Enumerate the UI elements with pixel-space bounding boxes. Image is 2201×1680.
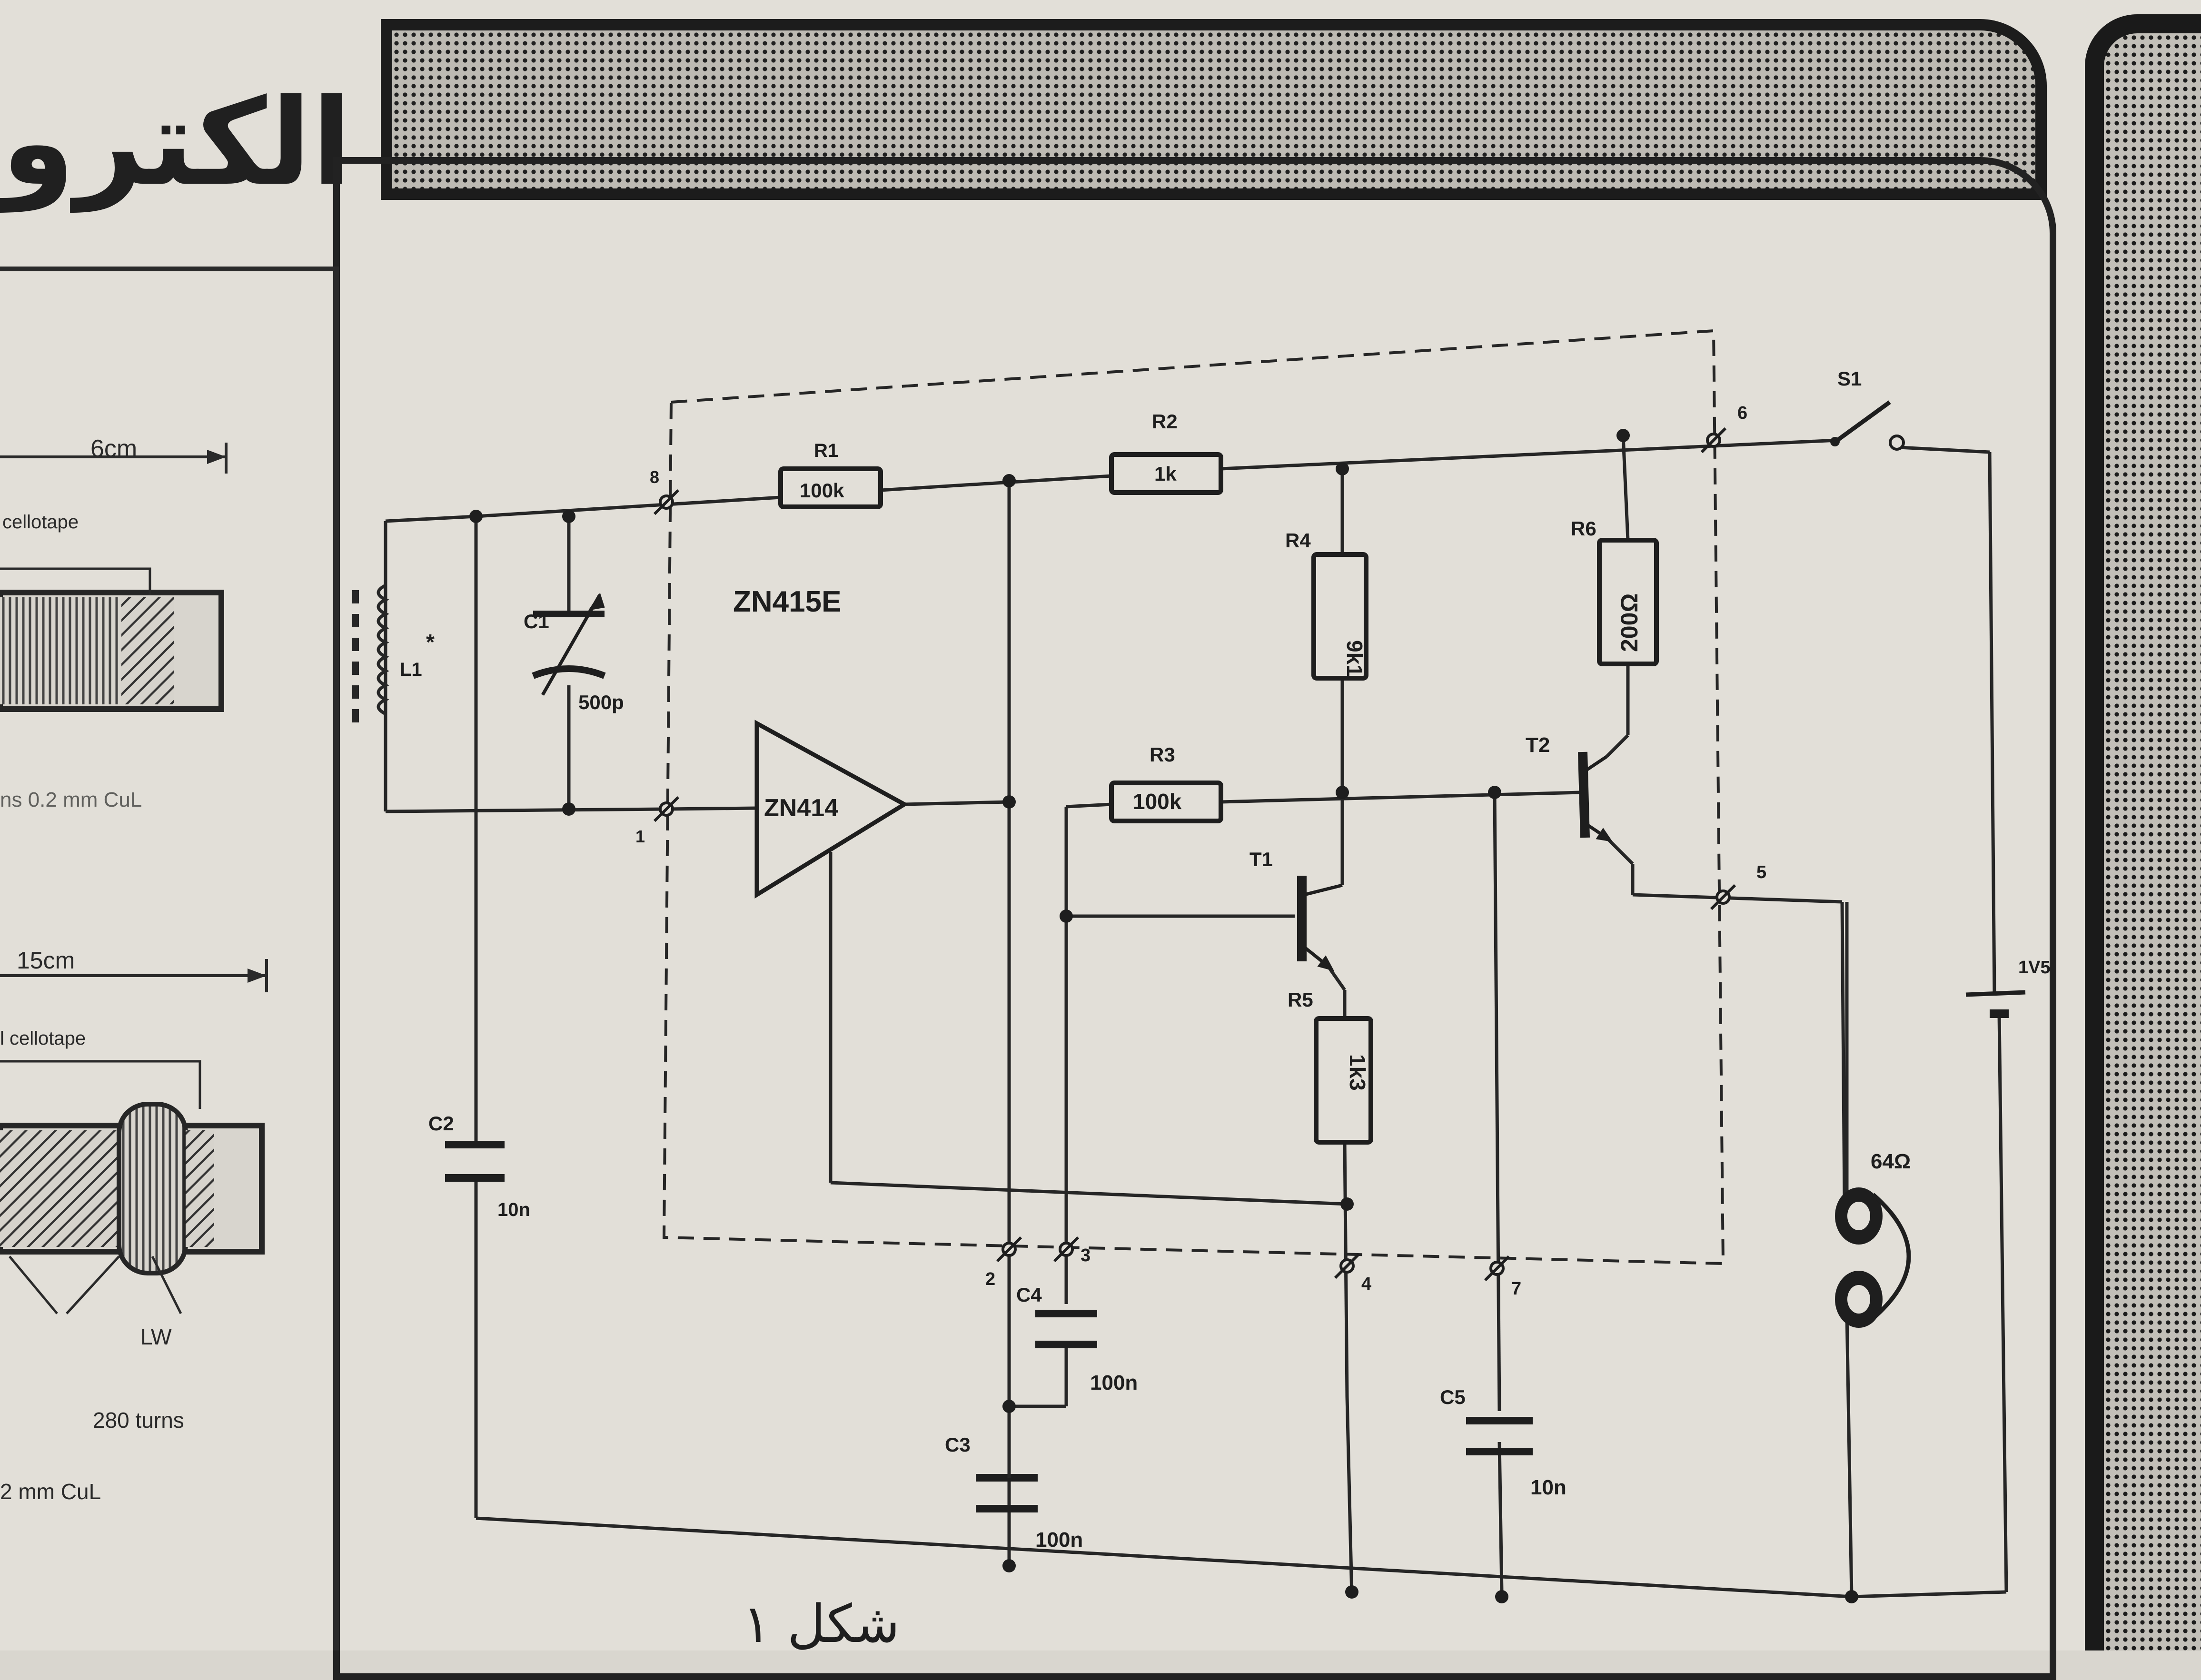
pin-2-label: 2 [985, 1269, 995, 1289]
resistor-r6 [1597, 538, 1659, 666]
pin-5-terminal [1710, 884, 1736, 910]
c5-value: 10n [1530, 1476, 1566, 1499]
left-column-rule [0, 267, 339, 271]
ic-boundary [662, 329, 1725, 1265]
capacitor-c1 [532, 593, 606, 696]
resistor-r1 [778, 466, 883, 509]
r2-value: 1k [1154, 463, 1177, 485]
amplifier-zn414 [754, 720, 909, 899]
rod2-wire-label: 2 mm CuL [0, 1479, 101, 1504]
resistor-bodies [778, 452, 1659, 1145]
r4-value: 9k1 [1342, 640, 1367, 677]
rod2-length-label: 15cm [17, 947, 75, 974]
c5-ref: C5 [1440, 1386, 1466, 1408]
pin-3-label: 3 [1081, 1245, 1091, 1265]
resistor-r5 [1314, 1016, 1373, 1145]
pin-8-label: 8 [650, 467, 659, 487]
schematic-wires [384, 329, 2008, 1599]
header-arabic-title: الكترونيا [0, 73, 352, 212]
r4-ref: R4 [1285, 529, 1311, 552]
r3-ref: R3 [1150, 743, 1175, 766]
rod2-band-label: LW [140, 1324, 172, 1349]
capacitor-c5 [1466, 1417, 1533, 1455]
ferrite-rod-long: 15cm l cellotape LW 280 turns 2 mm CuL [0, 947, 268, 1504]
rod1-wire-label: ns 0.2 mm CuL [0, 788, 142, 811]
t2-ref: T2 [1526, 733, 1550, 757]
pin-2-terminal [996, 1236, 1022, 1263]
c3-value: 100n [1035, 1528, 1083, 1552]
figure-caption: شكل ١ [743, 1593, 900, 1650]
rod1-tape-label: cellotape [2, 512, 79, 533]
c1-value: 500p [578, 691, 624, 713]
transistor-t2 [1578, 751, 1613, 842]
pin-1-terminal [653, 796, 680, 822]
r3-value: 100k [1133, 789, 1182, 814]
ic-label: ZN415E [733, 585, 841, 618]
headphones-64ohm [1835, 902, 1911, 1328]
c1-ref: C1 [524, 610, 549, 632]
c4-value: 100n [1090, 1371, 1138, 1394]
rod2-turns-label: 280 turns [93, 1408, 184, 1433]
rod2-tape-label: l cellotape [0, 1028, 86, 1049]
pin-1-label: 1 [635, 827, 645, 846]
resistor-r2 [1109, 452, 1223, 495]
pin-5-label: 5 [1756, 862, 1766, 882]
r5-value: 1k3 [1345, 1054, 1370, 1091]
t1-ref: T1 [1249, 848, 1273, 870]
r2-ref: R2 [1152, 410, 1178, 433]
pin-4-terminal [1334, 1253, 1360, 1279]
capacitor-c4 [1035, 1310, 1097, 1348]
column-divider [333, 267, 339, 1650]
pin-6-terminal [1700, 427, 1727, 454]
resistor-r4 [1311, 552, 1368, 681]
next-page-dot-band [2085, 14, 2201, 1650]
c2-value: 10n [497, 1199, 530, 1220]
capacitor-c3 [976, 1474, 1038, 1512]
l1-ref: L1 [400, 659, 422, 680]
pin-4-label: 4 [1361, 1274, 1371, 1294]
r1-ref: R1 [814, 440, 838, 461]
pin-6-label: 6 [1737, 403, 1747, 423]
l1-mark: * [426, 630, 435, 654]
pin-8-terminal [653, 489, 680, 515]
battery-1v5 [1965, 990, 2026, 1018]
c4-ref: C4 [1016, 1284, 1042, 1306]
pin-7-terminal [1484, 1255, 1510, 1282]
resistor-r3 [1109, 781, 1223, 823]
capacitor-c2 [445, 1141, 505, 1182]
amp-label: ZN414 [764, 794, 838, 822]
header-dot-band [381, 19, 2047, 200]
r6-ref: R6 [1571, 517, 1596, 540]
c3-ref: C3 [945, 1433, 971, 1456]
rod1-length-label: 6cm [90, 435, 137, 463]
r6-value: 200Ω [1616, 593, 1643, 652]
switch-s1 [1830, 400, 1905, 451]
battery-value: 1V5 [2018, 958, 2051, 978]
ic-pin-terminals [653, 427, 1736, 1282]
r5-ref: R5 [1288, 988, 1313, 1011]
c2-ref: C2 [428, 1112, 454, 1135]
junction-dots [469, 429, 1858, 1603]
headphones-value: 64Ω [1871, 1150, 1911, 1173]
pin-3-terminal [1053, 1236, 1080, 1263]
ferrite-rod-short: 6cm cellotape ns 0.2 mm CuL [0, 435, 228, 811]
transistor-t1 [1297, 876, 1343, 971]
s1-ref: S1 [1837, 367, 1862, 390]
r1-value: 100k [800, 479, 844, 502]
pin-7-label: 7 [1511, 1279, 1521, 1299]
inductor-l1 [352, 583, 389, 722]
